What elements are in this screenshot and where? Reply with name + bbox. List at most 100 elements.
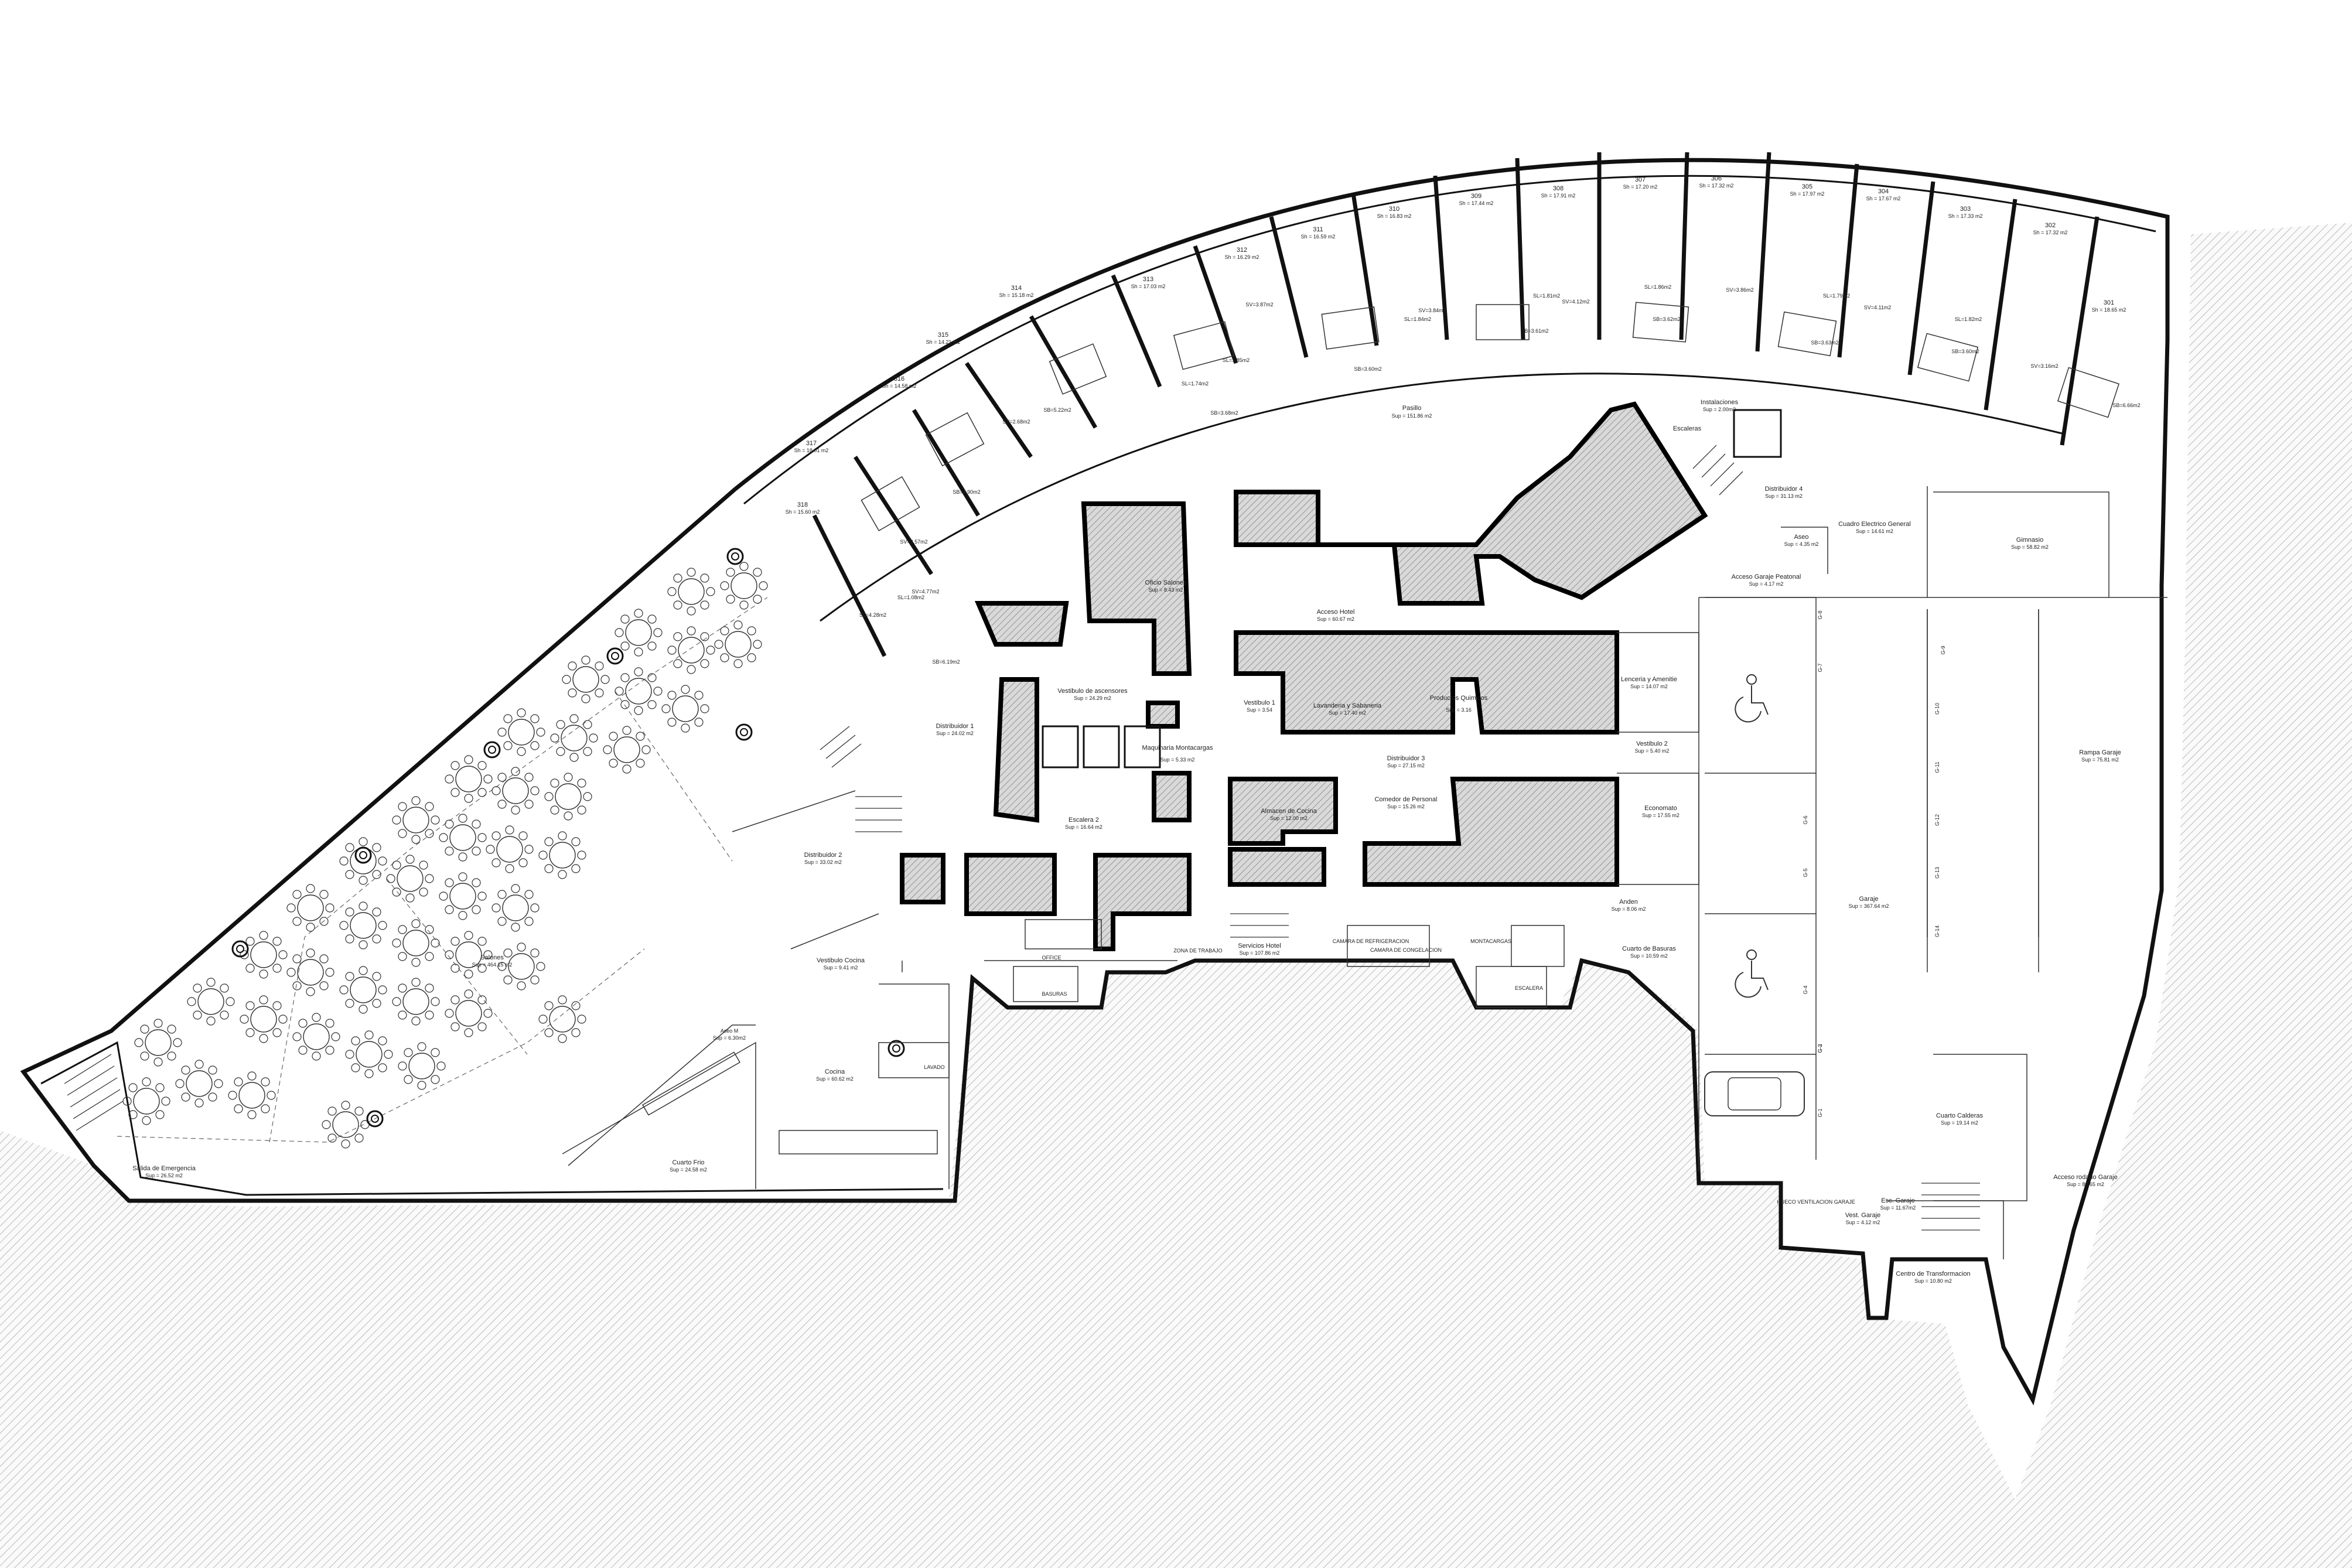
stairs <box>64 445 1980 1231</box>
svg-text:311: 311 <box>1313 226 1323 233</box>
svg-text:Sup = 17.40 m2: Sup = 17.40 m2 <box>1329 710 1366 716</box>
svg-text:Sh = 17.32 m2: Sh = 17.32 m2 <box>2033 230 2068 235</box>
bath-label: SV=3.87m2 <box>1245 302 1273 308</box>
svg-text:310: 310 <box>1389 206 1399 213</box>
bath-label: SV=3.16m2 <box>2030 363 2058 369</box>
bath-label: SV=3.84m2 <box>1418 308 1446 313</box>
parking-spot-label: G-4 <box>1803 985 1808 994</box>
svg-text:Sup = 10.80 m2: Sup = 10.80 m2 <box>1914 1278 1952 1284</box>
svg-text:Sup = 31.13 m2: Sup = 31.13 m2 <box>1765 493 1803 499</box>
svg-text:306: 306 <box>1711 175 1722 182</box>
svg-text:Sup = 24.02 m2: Sup = 24.02 m2 <box>936 730 974 736</box>
label-escaleras: Escaleras <box>1673 425 1702 432</box>
hotel-rooms-ring <box>812 152 2120 657</box>
svg-text:Sup = 4.17 m2: Sup = 4.17 m2 <box>1749 581 1784 587</box>
svg-text:HUECO VENTILACION GARAJE: HUECO VENTILACION GARAJE <box>1777 1199 1855 1205</box>
svg-text:Sup = 80.65 m2: Sup = 80.65 m2 <box>2067 1181 2104 1187</box>
svg-text:Vestibulo Cocina: Vestibulo Cocina <box>817 957 865 964</box>
parking-spot-label: G-14 <box>1934 925 1940 937</box>
svg-text:Sup = 10.59 m2: Sup = 10.59 m2 <box>1630 953 1668 959</box>
svg-text:Vestibulo de ascensores: Vestibulo de ascensores <box>1057 688 1128 695</box>
svg-text:Sh = 18.65 m2: Sh = 18.65 m2 <box>2092 307 2126 313</box>
bath-label: SB=4.90m2 <box>953 489 980 495</box>
svg-text:Sh = 16.59 m2: Sh = 16.59 m2 <box>1301 234 1336 240</box>
bath-label: SL=1.08m2 <box>897 595 924 600</box>
svg-text:Comedor de Personal: Comedor de Personal <box>1374 796 1437 803</box>
svg-text:Cuarto Frio: Cuarto Frio <box>672 1159 704 1166</box>
svg-text:308: 308 <box>1553 185 1564 192</box>
bath-label: SB=3.61m2 <box>1521 328 1548 334</box>
svg-text:Sh = 17.97 m2: Sh = 17.97 m2 <box>1790 191 1825 197</box>
parking-spot-label: G-12 <box>1934 814 1940 826</box>
bath-label: SV=4.77m2 <box>912 589 939 595</box>
label-escalera: ESCALERA <box>1515 985 1543 991</box>
bath-label: SV=4.11m2 <box>1864 305 1892 310</box>
svg-text:302: 302 <box>2045 222 2056 229</box>
svg-text:Distribuidor 1: Distribuidor 1 <box>936 723 974 730</box>
svg-text:Sh = 14.58 m2: Sh = 14.58 m2 <box>882 383 917 389</box>
parking-spot-label: G-5 <box>1803 868 1808 877</box>
svg-text:Sh = 17.32 m2: Sh = 17.32 m2 <box>1699 183 1734 189</box>
bath-label: SB=6.66m2 <box>2112 402 2140 408</box>
svg-text:Sup = 8.43 m2: Sup = 8.43 m2 <box>1149 587 1183 593</box>
svg-text:Vestibulo 1: Vestibulo 1 <box>1244 699 1275 706</box>
parking-spot-label: G-7 <box>1817 663 1823 672</box>
svg-text:Sup = 5.40 m2: Sup = 5.40 m2 <box>1635 748 1670 754</box>
kitchen-details <box>642 919 1565 1154</box>
svg-text:Sup = 151.86 m2: Sup = 151.86 m2 <box>1392 413 1432 419</box>
svg-text:303: 303 <box>1960 206 1971 213</box>
svg-text:Lenceria y Amenitie: Lenceria y Amenitie <box>1621 676 1677 683</box>
bath-label: SB=6.19m2 <box>932 659 960 665</box>
bath-label: SL=1.74m2 <box>1182 381 1209 387</box>
svg-text:Almacen de Cocina: Almacen de Cocina <box>1261 808 1317 815</box>
svg-text:Escalera 2: Escalera 2 <box>1069 817 1099 824</box>
svg-text:Sh = 17.91 m2: Sh = 17.91 m2 <box>1541 193 1576 199</box>
svg-text:Sup = 4.35 m2: Sup = 4.35 m2 <box>1784 541 1819 547</box>
bath-label: SB=3.68m2 <box>1210 410 1238 416</box>
svg-text:Sup = 16.64 m2: Sup = 16.64 m2 <box>1065 824 1102 830</box>
svg-text:Sup = 24.58 m2: Sup = 24.58 m2 <box>670 1167 707 1173</box>
svg-text:Sup = 8.06 m2: Sup = 8.06 m2 <box>1612 906 1646 912</box>
svg-text:Sup = 14.07 m2: Sup = 14.07 m2 <box>1630 684 1668 689</box>
bath-label: SB=3.63m2 <box>1811 340 1838 346</box>
svg-text:Salida de Emergencia: Salida de Emergencia <box>132 1165 196 1172</box>
label-montacargas: MONTACARGAS <box>1470 938 1511 944</box>
svg-text:Vestibulo 2: Vestibulo 2 <box>1636 740 1668 747</box>
svg-text:Sup = 9.41 m2: Sup = 9.41 m2 <box>824 965 858 971</box>
svg-text:301: 301 <box>2104 299 2114 306</box>
accessible-parking-icon <box>1735 949 1769 998</box>
bath-label: SV=4.12m2 <box>1562 299 1589 305</box>
label-zona-trabajo: ZONA DE TRABAJO <box>1173 948 1222 954</box>
bath-label: SB=3.60m2 <box>1354 366 1381 372</box>
svg-text:Oficio Salones: Oficio Salones <box>1145 579 1187 586</box>
svg-text:313: 313 <box>1143 276 1153 283</box>
svg-text:Sup = 3.16: Sup = 3.16 <box>1446 707 1472 713</box>
